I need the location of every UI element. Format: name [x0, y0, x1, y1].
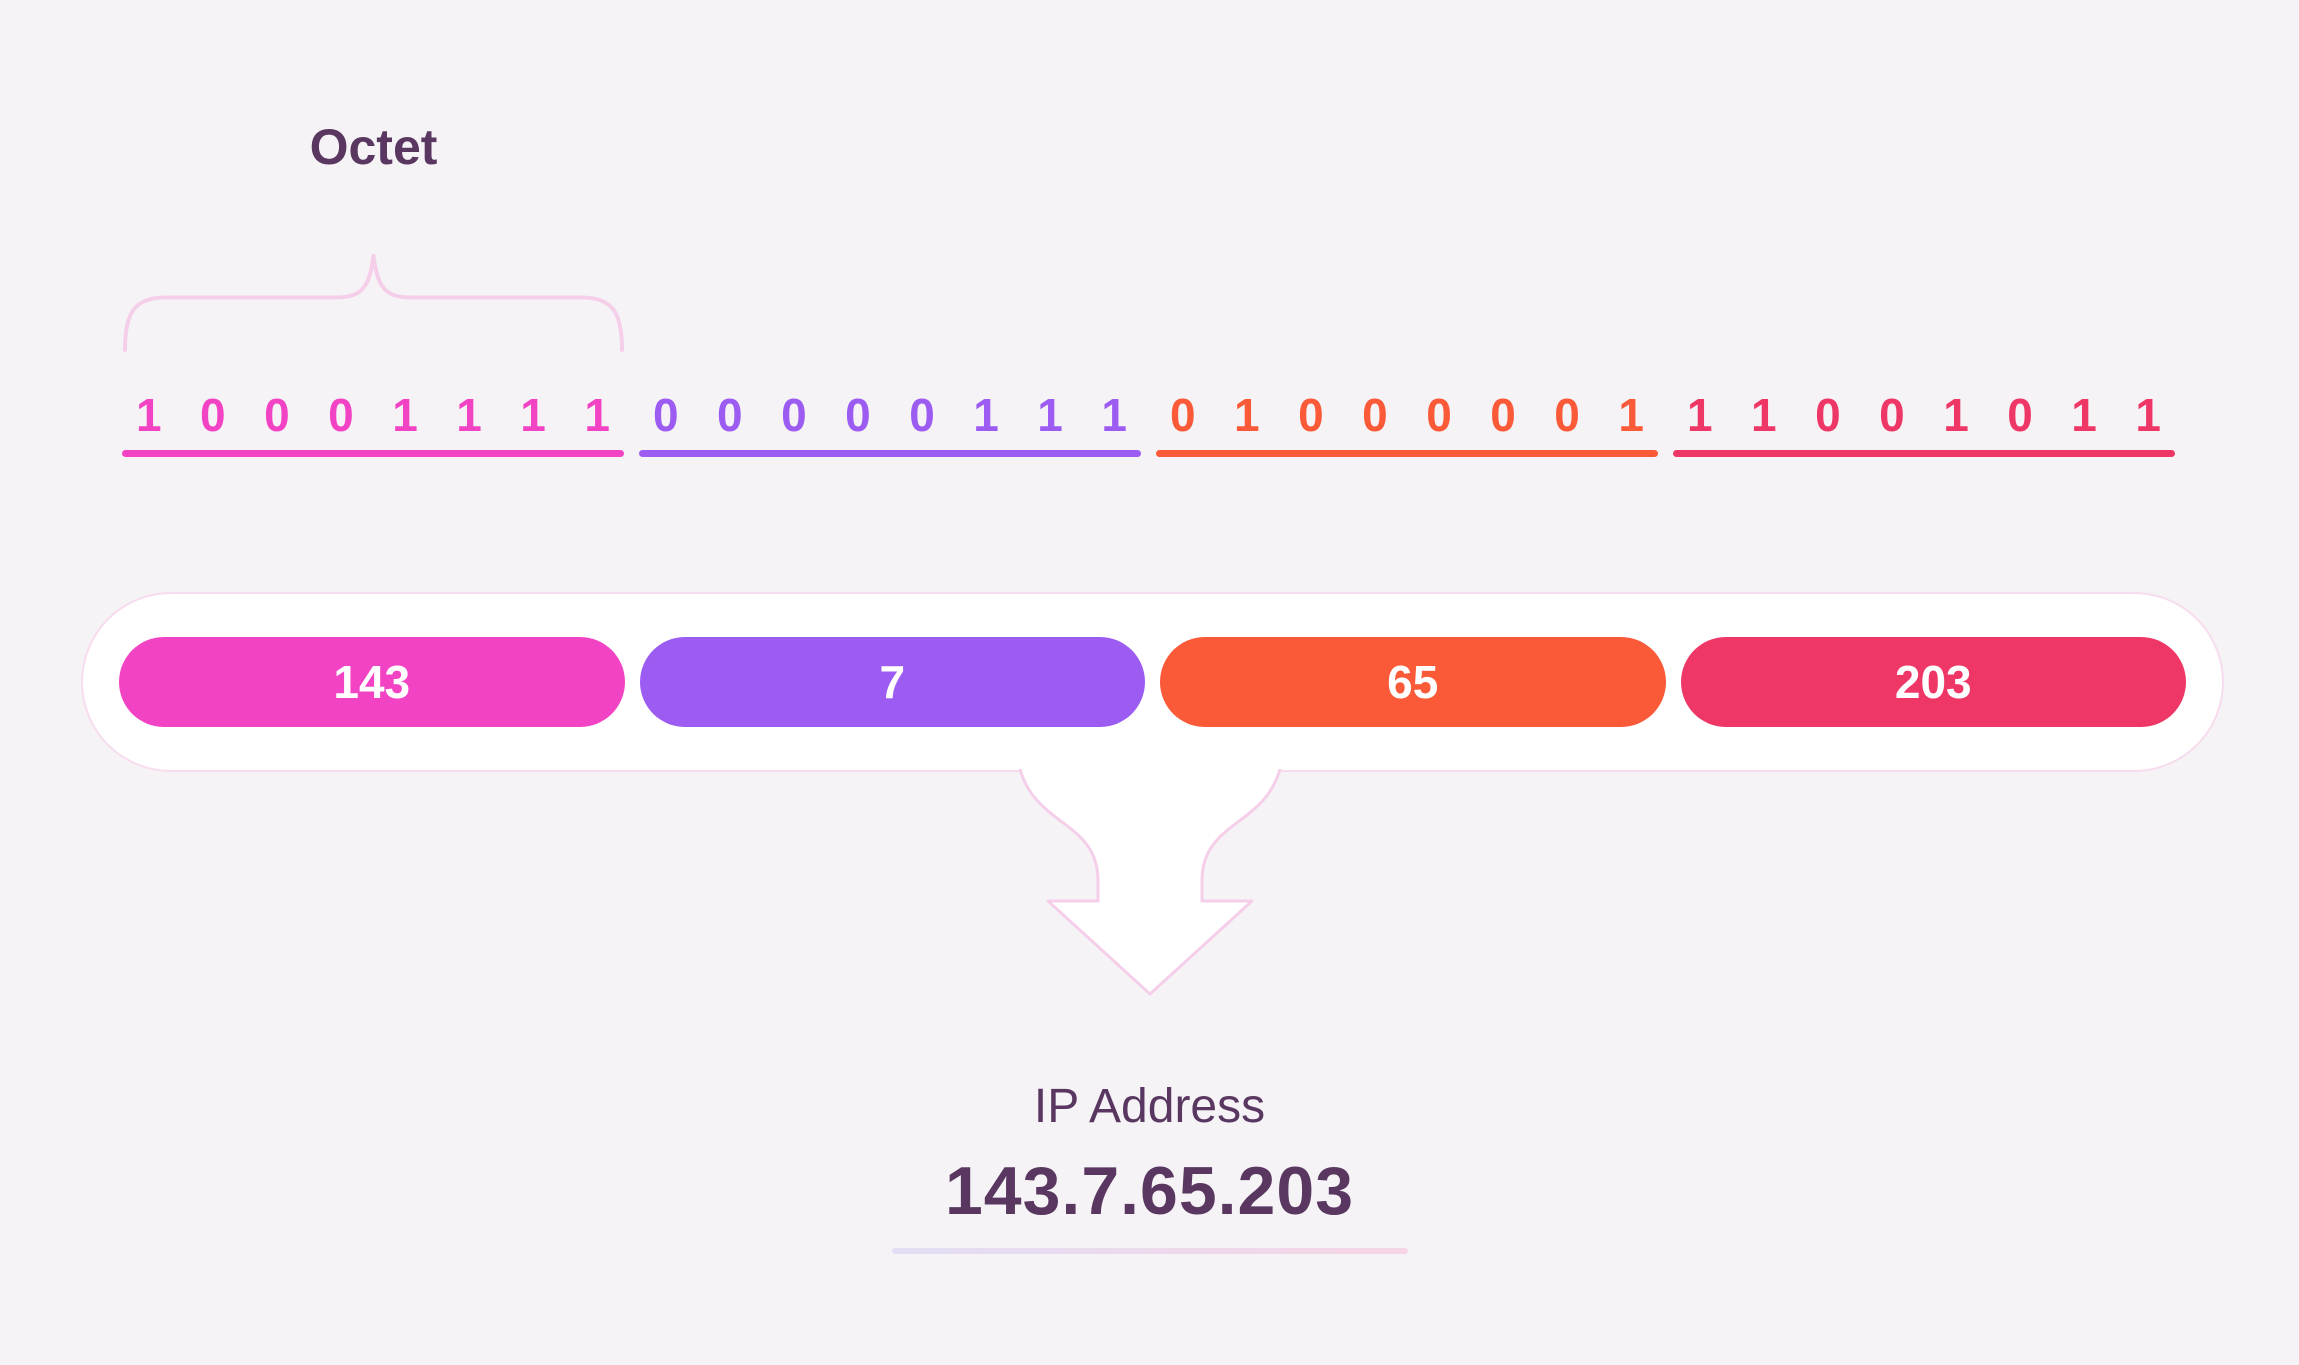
- octet-3-value-pill: 65: [1160, 637, 1666, 727]
- ip-address-value: 143.7.65.203: [944, 1153, 1355, 1229]
- binary-digit: 1: [136, 389, 162, 441]
- octet-1-value-pill: 143: [119, 637, 625, 727]
- binary-digit: 0: [328, 389, 354, 441]
- binary-digit: 1: [1037, 389, 1063, 441]
- binary-digit: 0: [1362, 389, 1388, 441]
- binary-digit: 0: [200, 389, 226, 441]
- octet-2-underline: [639, 450, 1141, 457]
- octet-label: Octet: [309, 119, 438, 175]
- binary-digit: 0: [781, 389, 807, 441]
- octet-2-value-pill: 7: [639, 637, 1145, 727]
- binary-digit: 1: [2071, 389, 2097, 441]
- binary-digit: 0: [1298, 389, 1324, 441]
- binary-digit: 0: [2007, 389, 2033, 441]
- binary-digit: 1: [1618, 389, 1644, 441]
- down-arrow-icon: [1018, 769, 1282, 996]
- ip-address-label: IP Address: [1033, 1080, 1266, 1133]
- binary-digit: 1: [456, 389, 482, 441]
- binary-digit: 0: [1554, 389, 1580, 441]
- curly-brace-icon: [122, 253, 625, 352]
- binary-digit: 0: [1170, 389, 1196, 441]
- binary-digit: 0: [909, 389, 935, 441]
- binary-digit: 0: [1426, 389, 1452, 441]
- binary-digit: 1: [1751, 389, 1777, 441]
- binary-digit: 0: [653, 389, 679, 441]
- binary-digit: 1: [1687, 389, 1713, 441]
- binary-digit: 1: [973, 389, 999, 441]
- result-block: IP Address 143.7.65.203: [0, 1078, 2299, 1254]
- binary-digit: 0: [1879, 389, 1905, 441]
- octet-1-underline: [122, 450, 624, 457]
- binary-digit: 0: [717, 389, 743, 441]
- binary-digit: 1: [520, 389, 546, 441]
- binary-digit: 1: [2135, 389, 2161, 441]
- octet-4-underline: [1673, 450, 2175, 457]
- binary-digit: 0: [845, 389, 871, 441]
- binary-digit: 1: [584, 389, 610, 441]
- binary-digit: 1: [1101, 389, 1127, 441]
- decimal-values-card: 143 7 65 203: [81, 592, 2224, 772]
- ip-address-underline: [891, 1248, 1408, 1254]
- binary-digit: 1: [1943, 389, 1969, 441]
- binary-digit: 1: [1234, 389, 1260, 441]
- binary-digit: 0: [1490, 389, 1516, 441]
- binary-digit: 0: [1815, 389, 1841, 441]
- binary-digit: 0: [264, 389, 290, 441]
- binary-digit: 1: [392, 389, 418, 441]
- octet-4-value-pill: 203: [1680, 637, 2186, 727]
- octet-3-underline: [1156, 450, 1658, 457]
